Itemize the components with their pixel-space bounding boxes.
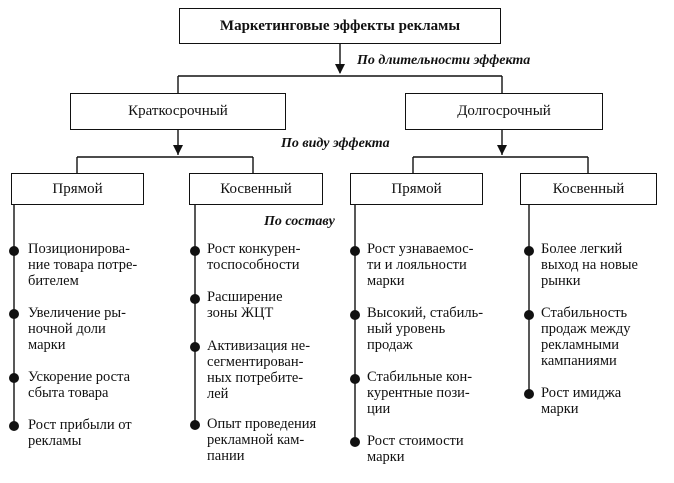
list-item: Рост узнаваемос- ти и лояльности марки xyxy=(367,241,474,289)
list-item: Рост конкурен- тоспособности xyxy=(207,241,301,273)
box-long-direct: Прямой xyxy=(350,173,483,205)
bullet xyxy=(9,421,19,431)
bullet xyxy=(9,246,19,256)
bullet xyxy=(9,309,19,319)
list-item: Ускорение роста сбыта товара xyxy=(28,369,131,401)
list-item: Расширение зоны ЖЦТ xyxy=(207,289,283,321)
box-short-term: Краткосрочный xyxy=(70,93,286,130)
diagram-title: Маркетинговые эффекты рекламы xyxy=(179,8,501,44)
bullet xyxy=(9,373,19,383)
criterion-type: По виду эффекта xyxy=(281,136,390,151)
box-short-direct: Прямой xyxy=(11,173,144,205)
list-item: Активизация не- сегментирован- ных потре… xyxy=(207,338,311,402)
list-item: Рост прибыли от рекламы xyxy=(28,417,132,449)
criterion-composition: По составу xyxy=(264,214,335,229)
bullet xyxy=(524,310,534,320)
list-item: Рост стоимости марки xyxy=(367,433,464,465)
box-long-indirect: Косвенный xyxy=(520,173,657,205)
bullet xyxy=(190,246,200,256)
bullet xyxy=(190,342,200,352)
list-item: Рост имиджа марки xyxy=(541,385,622,417)
bullet xyxy=(524,246,534,256)
bullet xyxy=(524,389,534,399)
list-item: Позиционирова- ние товара потре- бителем xyxy=(28,241,138,289)
list-item: Стабильность продаж между рекламными кам… xyxy=(541,305,631,369)
list-item: Увеличение ры- ночной доли марки xyxy=(28,305,126,353)
list-item: Более легкий выход на новые рынки xyxy=(541,241,638,289)
box-long-term: Долгосрочный xyxy=(405,93,603,130)
bullet xyxy=(190,420,200,430)
criterion-duration: По длительности эффекта xyxy=(357,53,531,68)
list-item: Высокий, стабиль- ный уровень продаж xyxy=(367,305,484,353)
bullet xyxy=(350,437,360,447)
bullet xyxy=(350,310,360,320)
bullet xyxy=(190,294,200,304)
bullet xyxy=(350,374,360,384)
list-item: Стабильные кон- курентные пози- ции xyxy=(367,369,473,417)
box-short-indirect: Косвенный xyxy=(189,173,323,205)
list-item: Опыт проведения рекламной кам- пании xyxy=(207,416,317,464)
bullet xyxy=(350,246,360,256)
